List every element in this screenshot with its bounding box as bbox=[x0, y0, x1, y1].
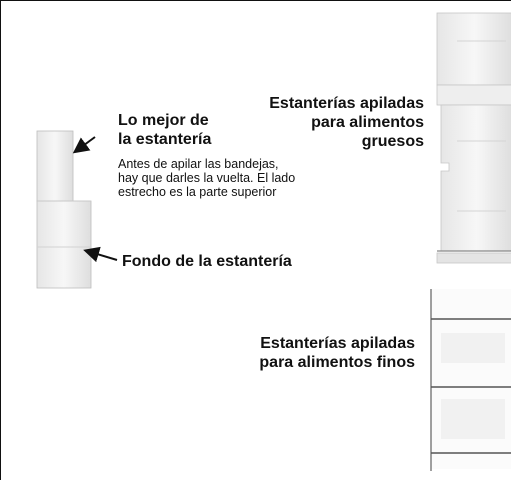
label-coarse-food-stack: Estanterías apiladas para alimentos grue… bbox=[269, 95, 424, 150]
tray-bottom-section bbox=[36, 200, 92, 289]
single-tray bbox=[36, 130, 92, 289]
label-stacking-note: Antes de apilar las bandejas, hay que da… bbox=[118, 157, 296, 199]
label-top-of-shelf: Lo mejor de la estantería bbox=[118, 112, 212, 148]
tray-top-section bbox=[36, 130, 74, 202]
label-bottom-of-shelf: Fondo de la estantería bbox=[122, 253, 292, 270]
coarse-food-stack bbox=[436, 12, 511, 264]
label-fine-food-stack: Estanterías apiladas para alimentos fino… bbox=[259, 335, 415, 371]
fine-food-stack bbox=[430, 289, 511, 471]
arrow-icon bbox=[72, 136, 96, 154]
arrow-icon bbox=[83, 246, 118, 263]
